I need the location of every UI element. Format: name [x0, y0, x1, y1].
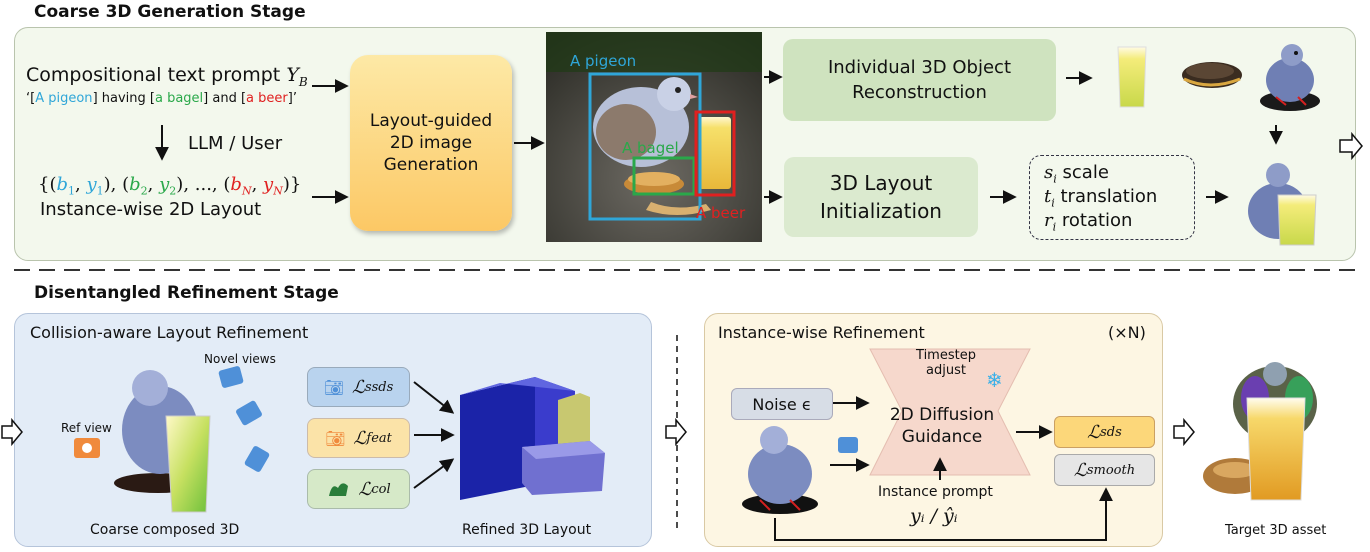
image-label-pigeon: A pigeon [570, 52, 636, 70]
continue-arrow [1339, 131, 1363, 161]
beer-box [558, 393, 590, 451]
top-stage-arrows [155, 70, 1363, 204]
image-label-beer: A beer [696, 204, 746, 222]
prompt-example: ‘[A pigeon] having [a bagel] and [a beer… [26, 91, 297, 106]
camera-icon: 📷︎ [323, 377, 344, 397]
collision-title: Collision-aware Layout Refinement [30, 323, 309, 342]
layout-guided-generation-box: Layout-guided 2D image Generation [350, 55, 512, 231]
reconstructed-objects [1117, 44, 1320, 246]
novel-views-label: Novel views [204, 352, 276, 366]
camera-icon: 📷︎ [325, 428, 346, 448]
timestep-label: Timestep adjust [916, 348, 976, 378]
novel-camera-icon [218, 366, 270, 472]
camera-icon [838, 437, 858, 453]
instance-prompt-math: yᵢ / ŷᵢ [910, 505, 958, 527]
target-asset-caption: Target 3D asset [1225, 523, 1327, 538]
bagel-box [522, 441, 605, 495]
param-rotation: ri rotation [1044, 210, 1133, 234]
snowflake-icon: ❄ [986, 368, 1003, 392]
stage-separator [14, 269, 1356, 271]
collision-icon [329, 483, 349, 496]
coarse-composed-caption: Coarse composed 3D [90, 522, 240, 538]
param-translation: ti translation [1044, 186, 1158, 210]
bottom-stage-arrows [1, 335, 1195, 541]
instance-pigeon-visual [742, 426, 818, 514]
instance-title: Instance-wise Refinement [718, 323, 925, 342]
refined-layout-visual [460, 377, 605, 500]
noise-box: Noise ϵ [731, 388, 833, 420]
param-scale: si scale [1044, 162, 1109, 186]
prompt-beer: a beer [246, 91, 288, 106]
bagel-object [1182, 62, 1242, 88]
target-asset-visual [1203, 362, 1317, 501]
layout-label: Instance-wise 2D Layout [40, 199, 262, 220]
beer-object [1117, 46, 1147, 108]
times-n-label: (×N) [1108, 323, 1146, 342]
layout-init-box: 3D Layout Initialization [784, 157, 978, 237]
layout-params-box: si scale ti translation ri rotation [1029, 155, 1195, 240]
refined-layout-caption: Refined 3D Layout [462, 522, 592, 538]
ref-view-label: Ref view [61, 421, 112, 435]
prompt-title: Compositional text prompt YB [26, 64, 308, 89]
reconstruction-box: Individual 3D Object Reconstruction [783, 39, 1056, 121]
image-label-bagel: A bagel [622, 139, 679, 157]
refinement-stage-title: Disentangled Refinement Stage [34, 283, 339, 303]
coarse-stage-title: Coarse 3D Generation Stage [34, 2, 306, 22]
diffusion-shape [869, 348, 1031, 476]
composed-object [1248, 163, 1317, 246]
diffusion-label: 2D Diffusion Guidance [889, 405, 995, 447]
coarse-composed-visual [74, 366, 270, 513]
llm-label: LLM / User [188, 133, 283, 154]
prompt-bagel: a bagel [154, 91, 204, 106]
pigeon-object [1260, 44, 1320, 111]
prompt-pigeon: A pigeon [35, 91, 93, 106]
ref-camera-icon [74, 438, 100, 458]
instance-prompt-label: Instance prompt [878, 484, 993, 500]
generated-image: A pigeon A bagel A beer [546, 32, 762, 242]
layout-set: {(b1, y1), (b2, y2), ..., (bN, yN)} [38, 174, 302, 198]
